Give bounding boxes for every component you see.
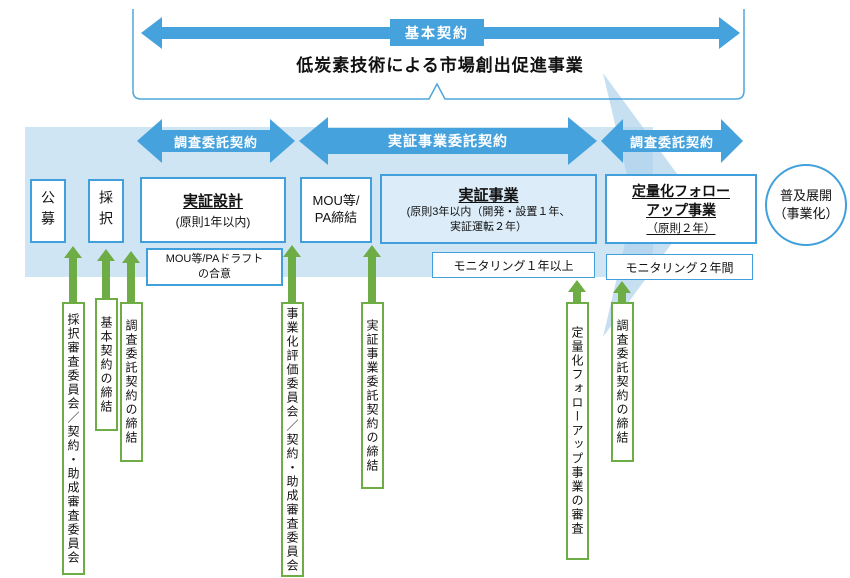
green-up-arrow-2 (97, 249, 115, 300)
note-survey-contract-conclusion-left-label: 調査委託契約の締結 (124, 319, 138, 445)
note-basic-contract-conclusion: 基本契約の締結 (95, 298, 118, 431)
survey-contract-label-right: 調査委託契約 (629, 134, 714, 150)
note-quantification-followup-review-label: 定量化フォローアップ事業の審査 (570, 326, 584, 536)
green-up-arrow-1 (64, 246, 82, 302)
survey-contract-arrow-left (137, 119, 295, 163)
grouping-bracket (132, 9, 745, 100)
note-basic-contract-conclusion-label: 基本契約の締結 (99, 315, 113, 414)
note-survey-contract-conclusion-left: 調査委託契約の締結 (120, 302, 143, 462)
step-mou-pa-box: MOU等/ PA締結 (300, 177, 372, 243)
demonstration-project-subtitle-line1: (原則3年以内（開発・設置１年、 (406, 206, 571, 219)
quantification-title-line2: アップ事業 (646, 201, 716, 218)
note-demonstration-contract-conclusion: 実証事業委託契約の締結 (361, 302, 384, 489)
demonstration-project-title: 実証事業 (458, 187, 519, 205)
green-up-arrow-6 (568, 280, 586, 302)
mou-draft-line1: MOU等/PAドラフト (165, 253, 264, 266)
green-up-arrow-4 (283, 245, 301, 302)
step-quantification-followup-box: 定量化フォロー アップ事業 （原則２年） (605, 174, 757, 244)
monitoring-2year-box: モニタリング２年間 (606, 254, 753, 280)
quantification-subtitle: （原則２年） (646, 222, 716, 235)
dissemination-line2: （事業化） (773, 206, 839, 221)
demonstration-design-subtitle: (原則1年以内) (175, 215, 251, 229)
step-koubo-box: 公募 (30, 179, 66, 243)
monitoring-1year-label: モニタリング１年以上 (453, 258, 574, 273)
green-up-arrow-3 (122, 251, 140, 302)
survey-contract-label-left: 調査委託契約 (173, 134, 258, 150)
mou-draft-line2: の合意 (198, 268, 231, 280)
step-demonstration-design-box: 実証設計 (原則1年以内) (140, 177, 286, 243)
green-up-arrow-5 (363, 245, 381, 302)
step-saitaku-label: 採択 (98, 190, 114, 232)
step-demonstration-project-box: 実証事業 (原則3年以内（開発・設置１年、 実証運転２年） (380, 174, 597, 244)
note-adoption-review-committee-label: 採択審査委員会／契約・助成審査委員会 (66, 312, 80, 565)
note-survey-contract-conclusion-right-label: 調査委託契約の締結 (615, 319, 629, 445)
monitoring-1year-box: モニタリング１年以上 (432, 252, 595, 278)
note-commercialization-evaluation-committee: 事業化評価委員会／契約・助成審査委員会 (281, 302, 304, 577)
mou-pa-line1: MOU等/ (312, 193, 360, 209)
quantification-title-line1: 定量化フォロー (632, 183, 730, 200)
survey-contract-arrow-right (601, 119, 743, 163)
monitoring-2year-label: モニタリング２年間 (625, 260, 734, 275)
note-commercialization-evaluation-committee-label: 事業化評価委員会／契約・助成審査委員会 (285, 306, 299, 573)
mou-draft-agreement-box: MOU等/PAドラフト の合意 (146, 248, 283, 286)
step-koubo-label: 公募 (40, 190, 56, 232)
demonstration-project-subtitle-line2: 実証運転２年） (450, 220, 527, 233)
note-demonstration-contract-conclusion-label: 実証事業委託契約の締結 (365, 318, 379, 473)
note-survey-contract-conclusion-right: 調査委託契約の締結 (611, 302, 634, 462)
note-adoption-review-committee: 採択審査委員会／契約・助成審査委員会 (62, 302, 85, 575)
note-quantification-followup-review: 定量化フォローアップ事業の審査 (566, 302, 589, 560)
main-title: 低炭素技術による市場創出促進事業 (296, 56, 584, 75)
mou-pa-line2: PA締結 (314, 210, 358, 225)
demonstration-contract-arrow (299, 117, 597, 165)
green-up-arrow-7 (613, 281, 631, 302)
demonstration-contract-label: 実証事業委託契約 (388, 133, 508, 149)
step-saitaku-box: 採択 (88, 179, 124, 243)
basic-contract-arrow-label: 基本契約 (390, 19, 484, 46)
demonstration-design-title: 実証設計 (182, 193, 243, 210)
dissemination-line1: 普及展開 (779, 187, 832, 203)
dissemination-circle: 普及展開 （事業化） (765, 164, 847, 246)
